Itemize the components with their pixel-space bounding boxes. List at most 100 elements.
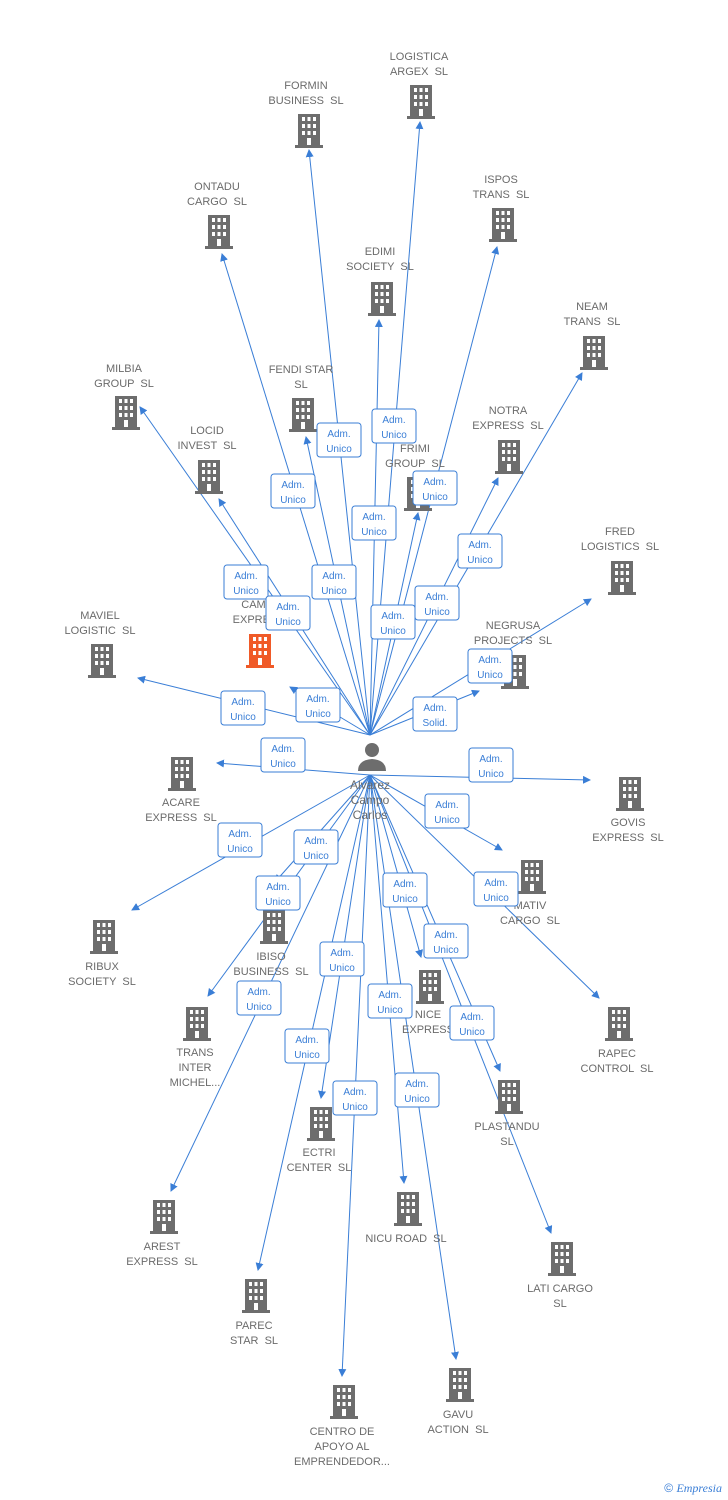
role-text-line: Adm. <box>434 930 457 941</box>
role-text-line: Unico <box>303 851 329 862</box>
role-text-line: Unico <box>422 492 448 503</box>
role-box <box>265 595 311 631</box>
role-label-rapec-control[interactable]: Adm.Unico <box>473 871 519 907</box>
role-label-ispos-trans[interactable]: Adm.Unico <box>412 470 458 506</box>
role-box <box>351 505 397 541</box>
role-label-fred-logistics[interactable]: Adm.Unico <box>467 648 513 684</box>
role-label-ibiso-business[interactable]: Adm.Unico <box>293 829 339 865</box>
role-label-cami-express[interactable]: Adm.Unico <box>295 687 341 723</box>
role-text-line: Adm. <box>327 429 350 440</box>
building-icon <box>407 85 435 119</box>
company-label-line: MILBIA <box>106 363 143 375</box>
role-text-line: Solid. <box>422 718 447 729</box>
company-label-line: EXPRESS <box>402 1024 454 1036</box>
role-label-logistica-argex[interactable]: Adm.Unico <box>371 408 417 444</box>
company-node-ibiso-business[interactable]: IBISO BUSINESS SL <box>233 910 309 978</box>
role-label-ectri-center[interactable]: Adm.Unico <box>319 941 365 977</box>
role-text-line: Unico <box>381 430 407 441</box>
company-node-trans-inter-michel[interactable]: TRANSINTERMICHEL... <box>170 1007 221 1089</box>
role-text-line: Adm. <box>295 1035 318 1046</box>
building-icon <box>168 757 196 791</box>
role-text-line: Unico <box>404 1094 430 1105</box>
company-label-line: ARGEX SL <box>390 66 448 78</box>
role-box <box>371 408 417 444</box>
company-label-line: LOGISTIC SL <box>65 625 136 637</box>
building-icon <box>446 1368 474 1402</box>
role-label-plastandu[interactable]: Adm.Unico <box>423 923 469 959</box>
role-text-line: Adm. <box>425 592 448 603</box>
role-label-arest-express[interactable]: Adm.Unico <box>236 980 282 1016</box>
role-label-govis-express[interactable]: Adm.Unico <box>468 747 514 783</box>
company-label-line: BUSINESS SL <box>233 966 308 978</box>
role-box <box>414 585 460 621</box>
role-text-line: Unico <box>275 617 301 628</box>
company-label-line: MATIV <box>514 900 547 912</box>
role-box <box>223 564 269 600</box>
company-label-line: PROJECTS SL <box>474 635 552 647</box>
role-label-lati-cargo[interactable]: Adm.Unico <box>449 1005 495 1041</box>
company-label-line: ISPOS <box>484 174 518 186</box>
role-label-nice-express[interactable]: Adm.Unico <box>382 872 428 908</box>
center-person[interactable]: Alvarez Campo Carlos <box>350 743 390 822</box>
company-label-line: ACARE <box>162 797 200 809</box>
role-label-mativ-cargo[interactable]: Adm.Unico <box>424 793 470 829</box>
role-label-acare-express[interactable]: Adm.Unico <box>260 737 306 773</box>
role-label-milbia-group[interactable]: Adm.Unico <box>223 564 269 600</box>
role-label-edimi-society[interactable]: Adm.Unico <box>351 505 397 541</box>
company-node-negrusa-projects[interactable]: NEGRUSA PROJECTS SL <box>474 620 552 689</box>
company-label-line: NEGRUSA <box>486 620 541 632</box>
company-node-logistica-argex[interactable]: LOGISTICA ARGEX SL <box>390 51 449 119</box>
company-label-line: EMPRENDEDOR... <box>294 1456 390 1468</box>
role-label-centro-de-apoyo[interactable]: Adm.Unico <box>332 1080 378 1116</box>
building-icon <box>580 336 608 370</box>
role-label-frimi-group[interactable]: Adm.Unico <box>370 604 416 640</box>
role-label-ontadu-cargo[interactable]: Adm.Unico <box>270 473 316 509</box>
role-label-negrusa-projects[interactable]: Adm.Solid. <box>412 696 458 732</box>
role-label-ribux-society[interactable]: Adm.Unico <box>217 822 263 858</box>
role-label-formin-business[interactable]: Adm.Unico <box>316 422 362 458</box>
role-label-locid-invest[interactable]: Adm.Unico <box>265 595 311 631</box>
role-label-notra-express[interactable]: Adm.Unico <box>414 585 460 621</box>
role-label-trans-inter-michel[interactable]: Adm.Unico <box>255 875 301 911</box>
role-text-line: Adm. <box>362 512 385 523</box>
role-text-line: Adm. <box>460 1012 483 1023</box>
company-node-nicu-road[interactable]: NICU ROAD SL <box>365 1192 447 1245</box>
company-label-line: LATI CARGO <box>527 1283 593 1295</box>
role-label-nicu-road[interactable]: Adm.Unico <box>367 983 413 1019</box>
role-label-maviel-logistic[interactable]: Adm.Unico <box>220 690 266 726</box>
role-box <box>394 1072 440 1108</box>
role-label-parec-star[interactable]: Adm.Unico <box>284 1028 330 1064</box>
role-label-fendi-star[interactable]: Adm.Unico <box>311 564 357 600</box>
role-label-gavu-action[interactable]: Adm.Unico <box>394 1072 440 1108</box>
company-label-line: LOGISTICA <box>390 51 449 63</box>
building-icon <box>195 460 223 494</box>
role-text-line: Unico <box>477 670 503 681</box>
company-label-line: IBISO <box>256 951 286 963</box>
role-label-neam-trans[interactable]: Adm.Unico <box>457 533 503 569</box>
